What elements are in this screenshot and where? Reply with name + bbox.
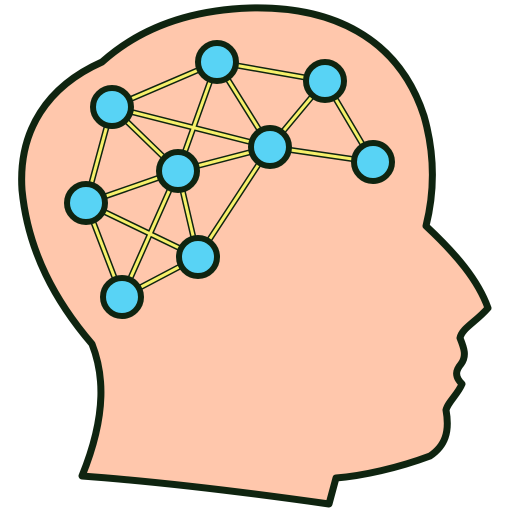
network-node [176, 235, 220, 279]
network-node [90, 85, 134, 129]
network-nodes [64, 40, 395, 319]
network-node [195, 40, 239, 84]
network-node [156, 149, 200, 193]
network-node [248, 125, 292, 169]
network-node [64, 181, 108, 225]
head-silhouette [18, 4, 492, 508]
network-node [351, 140, 395, 184]
network-node [100, 275, 144, 319]
network-edge-glow [110, 105, 272, 149]
network-node [303, 59, 347, 103]
